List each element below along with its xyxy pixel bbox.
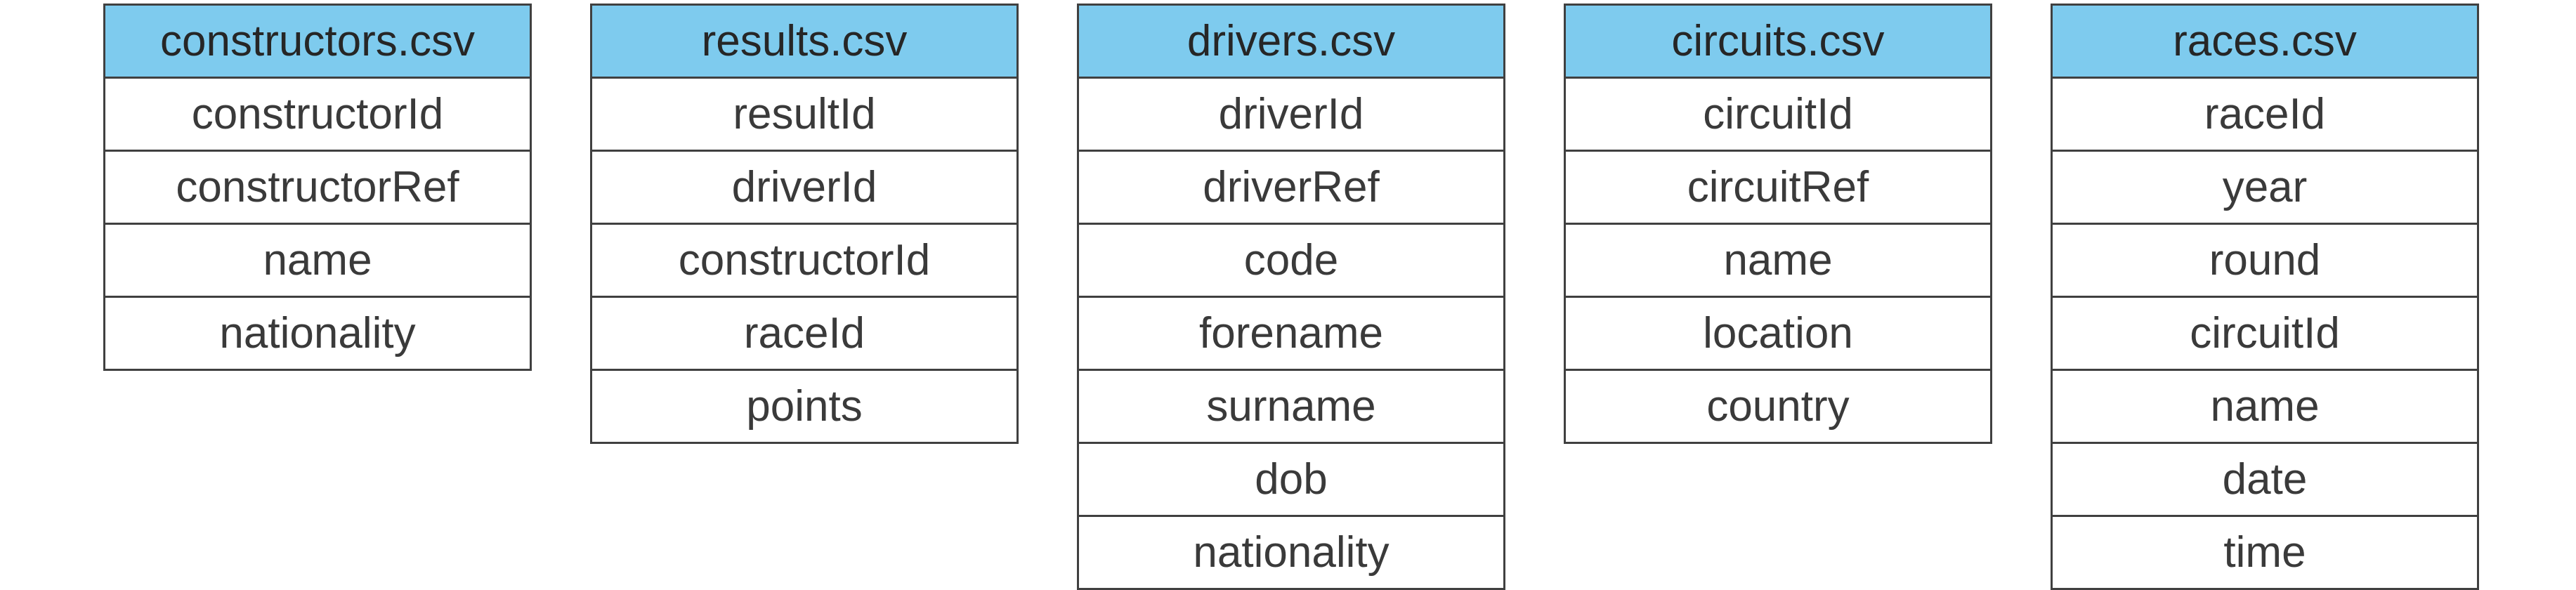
table-field: nationality bbox=[1193, 528, 1390, 577]
table-field: resultId bbox=[592, 79, 1016, 152]
table-field: raceId bbox=[592, 298, 1016, 371]
table-field: raceId bbox=[2053, 79, 2477, 152]
table-field: driverRef bbox=[1079, 152, 1503, 225]
table-field: surname bbox=[1079, 371, 1503, 444]
table-field: circuitId bbox=[2053, 298, 2477, 371]
table-field: dob bbox=[1079, 444, 1503, 517]
table-circuits: circuits.csv circuitId circuitRef name l… bbox=[1564, 4, 1992, 444]
table-field: code bbox=[1079, 225, 1503, 298]
table-field: driverId bbox=[592, 152, 1016, 225]
table-field: nationality bbox=[219, 309, 416, 358]
table-field: country bbox=[1706, 382, 1850, 431]
table-header: drivers.csv bbox=[1079, 6, 1503, 79]
table-races: races.csv raceId year round circuitId na… bbox=[2051, 4, 2479, 590]
table-field: name bbox=[2053, 371, 2477, 444]
table-field: driverId bbox=[1079, 79, 1503, 152]
table-field: circuitRef bbox=[1566, 152, 1990, 225]
table-field: name bbox=[105, 225, 530, 298]
table-field: points bbox=[746, 382, 863, 431]
table-header: races.csv bbox=[2053, 6, 2477, 79]
table-header: circuits.csv bbox=[1566, 6, 1990, 79]
table-field: date bbox=[2053, 444, 2477, 517]
table-field: location bbox=[1566, 298, 1990, 371]
table-field: constructorId bbox=[105, 79, 530, 152]
table-field: circuitId bbox=[1566, 79, 1990, 152]
table-field: round bbox=[2053, 225, 2477, 298]
table-drivers: drivers.csv driverId driverRef code fore… bbox=[1077, 4, 1505, 590]
table-field: constructorRef bbox=[105, 152, 530, 225]
table-field: forename bbox=[1079, 298, 1503, 371]
table-field: constructorId bbox=[592, 225, 1016, 298]
table-constructors: constructors.csv constructorId construct… bbox=[103, 4, 532, 371]
table-field: time bbox=[2223, 528, 2306, 577]
table-header: constructors.csv bbox=[105, 6, 530, 79]
table-results: results.csv resultId driverId constructo… bbox=[590, 4, 1019, 444]
table-field: name bbox=[1566, 225, 1990, 298]
table-field: year bbox=[2053, 152, 2477, 225]
table-header: results.csv bbox=[592, 6, 1016, 79]
